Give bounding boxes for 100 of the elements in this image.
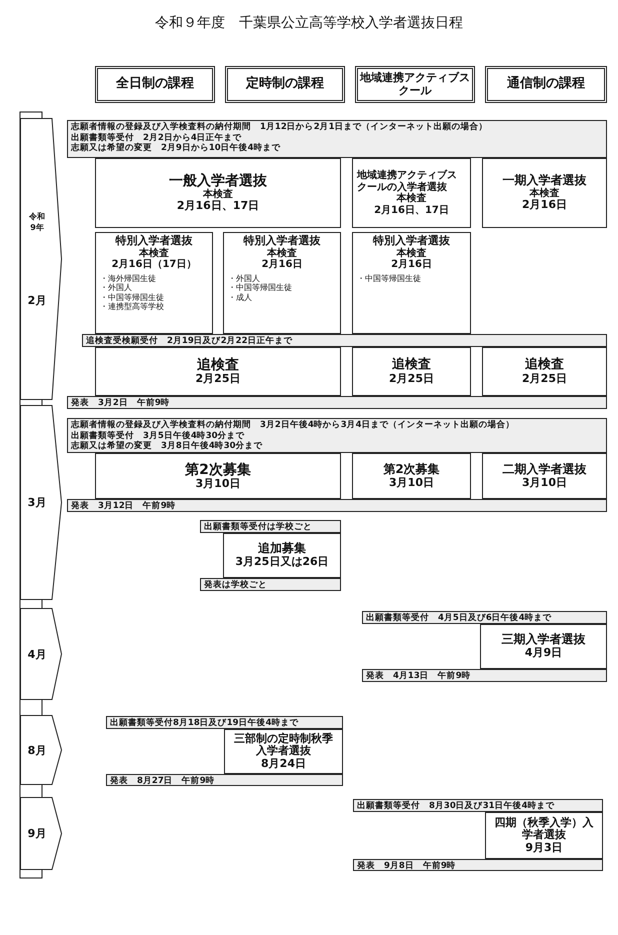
schedule-box <box>352 232 471 334</box>
date-text: 3月25日又は26日 <box>234 556 330 569</box>
box-title: 追検査 <box>524 358 565 373</box>
notice-text: 発表 8月27日 午前9時 <box>110 776 216 787</box>
month-label: 2月 <box>28 292 46 308</box>
notice-bar <box>82 334 607 347</box>
schedule-box <box>95 347 341 396</box>
bullet-item: ・成人 <box>228 292 253 302</box>
schedule-box <box>95 453 341 499</box>
box-title: 特別入学者選抜 <box>114 235 194 248</box>
schedule-box <box>95 158 341 228</box>
notice-bar <box>67 120 607 158</box>
box-title: 追加募集 <box>257 542 307 556</box>
box-title: 第2次募集 <box>382 462 441 477</box>
date-text: 3月10日 <box>194 478 242 490</box>
notice-text: 出願書類等受付 3月5日午後4時30分まで <box>71 430 246 441</box>
schedule-box <box>95 232 213 334</box>
schedule-box <box>482 158 607 228</box>
month-label: 8月 <box>28 742 46 758</box>
header-text: 定時制の課程 <box>246 77 324 92</box>
box-title: 地域連携アクティブスクールの入学者選抜 <box>357 170 458 192</box>
date-text: 4月9日 <box>524 647 564 660</box>
column-header <box>225 66 345 103</box>
schedule-box <box>352 453 471 499</box>
box-title: 四期（秋季入学）入学者選抜 <box>494 816 594 842</box>
box-title: 一期入学者選抜 <box>502 174 588 188</box>
notice-bar <box>67 499 607 512</box>
bullet-item: ・中国等帰国生徒 <box>228 283 293 293</box>
notice-text: 志願又は希望の変更 2月9日から10日午後4時まで <box>71 143 282 154</box>
month-label: 4月 <box>28 646 46 662</box>
header-text: 全日制の課程 <box>116 77 194 92</box>
bullet-item: ・中国等帰国生徒 <box>100 292 165 302</box>
schedule-box <box>482 453 607 499</box>
box-subtitle: 本検査 <box>266 248 298 259</box>
month-label: 3月 <box>28 495 46 510</box>
notice-bar <box>200 520 341 533</box>
bullet-item: ・連携型高等学校 <box>100 302 165 312</box>
box-subtitle: 本検査 <box>202 188 234 200</box>
notice-bar <box>353 859 603 871</box>
notice-bar <box>67 396 607 409</box>
schedule-box <box>352 347 471 396</box>
month-label: 9月 <box>28 826 46 841</box>
box-title: 二期入学者選抜 <box>502 462 588 477</box>
box-subtitle: 本検査 <box>395 248 428 259</box>
schedule-box <box>480 624 607 669</box>
notice-text: 出願書類等受付 2月2日から4日正午まで <box>71 132 243 143</box>
year-label: 令和9年 <box>28 210 46 232</box>
header-text: 地域連携アクティブスクール <box>358 72 471 97</box>
bullet-item: ・外国人 <box>228 274 261 284</box>
notice-bar <box>353 799 603 812</box>
notice-text: 志願者情報の登録及び入学検査料の納付期間 1月12日から2月1日まで（インターネット出願の場合） <box>71 122 489 132</box>
notice-text: 志願者情報の登録及び入学検査料の納付期間 3月2日午後4時から3月4日まで（インターネット出願の場合） <box>71 420 516 430</box>
notice-text: 出願書類等受付8月18日及び19日午後4時まで <box>110 718 300 729</box>
box-title: 特別入学者選抜 <box>372 235 451 248</box>
date-text: 8月24日 <box>260 758 307 770</box>
notice-text: 発表 3月2日 午前9時 <box>71 398 171 409</box>
notice-bar <box>67 418 607 453</box>
date-text: 2月25日 <box>194 373 242 386</box>
schedule-box <box>223 533 341 578</box>
bullet-item: ・中国等帰国生徒 <box>357 274 422 284</box>
date-text: 2月16日 <box>390 259 433 271</box>
box-title: 第2次募集 <box>184 462 252 478</box>
column-header <box>355 66 475 103</box>
box-title: 追検査 <box>196 357 240 374</box>
schedule-box <box>224 729 343 774</box>
notice-bar <box>362 611 607 624</box>
schedule-box <box>223 232 341 334</box>
notice-text: 出願書類等受付 8月30日及び31日午後4時まで <box>357 801 556 812</box>
date-text: 2月16日、17日 <box>373 204 450 216</box>
date-text: 2月16日、17日 <box>176 200 260 214</box>
box-title: 三部制の定時制秋季入学者選抜 <box>233 732 334 758</box>
date-text: 2月16日 <box>260 259 304 271</box>
box-title: 三期入学者選抜 <box>500 633 586 647</box>
bullet-item: ・海外帰国生徒 <box>100 274 157 284</box>
notice-text: 発表は学校ごと <box>204 580 268 591</box>
notice-bar <box>200 578 341 591</box>
box-subtitle: 本検査 <box>395 193 428 204</box>
notice-text: 発表 9月8日 午前9時 <box>357 861 457 872</box>
notice-bar <box>106 716 343 729</box>
notice-text: 発表 4月13日 午前9時 <box>366 671 472 682</box>
notice-bar <box>106 774 343 786</box>
box-subtitle: 本検査 <box>528 188 560 199</box>
date-text: 2月25日 <box>388 372 435 386</box>
date-text: 2月16日（17日） <box>110 259 198 271</box>
column-header <box>485 66 607 103</box>
box-title: 特別入学者選抜 <box>242 235 322 248</box>
date-text: 3月10日 <box>388 476 435 490</box>
notice-text: 発表 3月12日 午前9時 <box>71 501 177 512</box>
box-subtitle: 本検査 <box>138 248 170 259</box>
notice-text: 出願書類等受付は学校ごと <box>204 522 313 533</box>
column-header <box>95 66 215 103</box>
schedule-box <box>485 812 603 859</box>
page-title: 令和９年度 千葉県公立高等学校入学者選抜日程 <box>154 14 464 32</box>
date-text: 3月10日 <box>521 476 568 490</box>
date-text: 2月16日 <box>521 199 568 212</box>
box-title: 追検査 <box>391 358 432 373</box>
bullet-item: ・外国人 <box>100 283 133 293</box>
notice-text: 追検査受検願受付 2月19日及び2月22日正午まで <box>86 336 294 347</box>
date-text: 2月25日 <box>521 372 568 386</box>
notice-text: 志願又は希望の変更 3月8日午後4時30分まで <box>71 441 264 452</box>
